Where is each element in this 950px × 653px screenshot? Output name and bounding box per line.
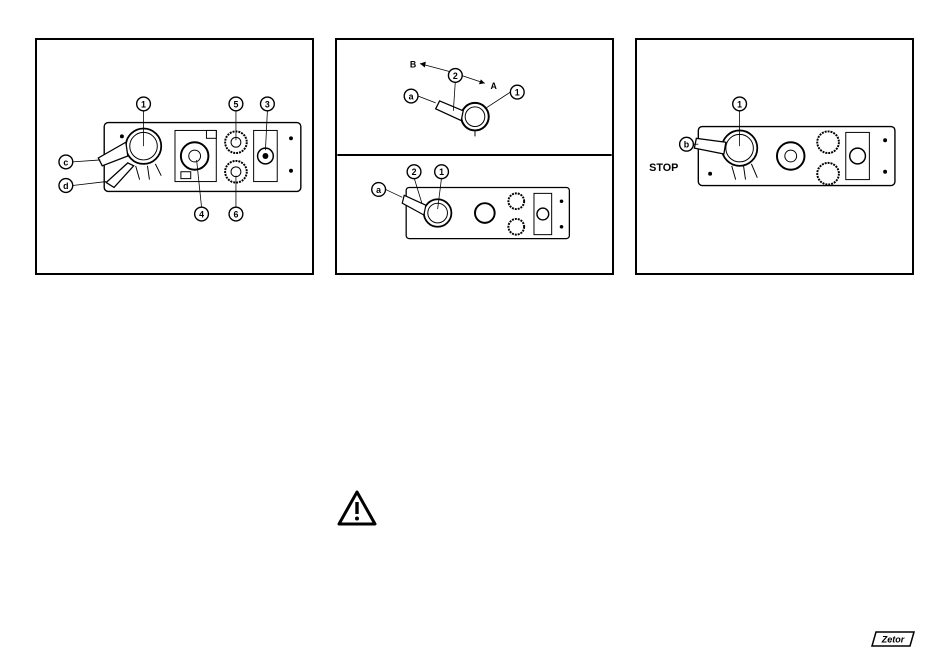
- callout-a-bottom: a: [372, 183, 386, 197]
- svg-text:4: 4: [199, 209, 204, 219]
- callout-d: d: [59, 179, 73, 193]
- svg-text:d: d: [63, 181, 68, 191]
- callout-b: b: [680, 137, 694, 151]
- callout-1: 1: [733, 97, 747, 111]
- svg-text:6: 6: [233, 209, 238, 219]
- control-panel-diagram-3: 1 b STOP: [637, 40, 912, 273]
- svg-text:a: a: [409, 91, 414, 101]
- callout-1-bottom: 1: [435, 165, 449, 179]
- svg-text:3: 3: [265, 99, 270, 109]
- zetor-logo: Zetor: [870, 631, 916, 647]
- control-panel-diagram-1: 1 5 3 c d 4 6: [37, 40, 312, 273]
- svg-text:2: 2: [412, 167, 417, 177]
- svg-text:b: b: [684, 140, 690, 150]
- figure-panel-2: B 2 A a 1 2 1 a: [335, 38, 614, 275]
- figure-panel-3: 1 b STOP: [635, 38, 914, 275]
- stop-label: STOP: [649, 162, 678, 174]
- callout-c: c: [59, 155, 73, 169]
- callout-1: 1: [137, 97, 151, 111]
- svg-text:a: a: [376, 185, 381, 195]
- callout-1-top: 1: [510, 85, 524, 99]
- svg-text:1: 1: [439, 167, 444, 177]
- svg-text:1: 1: [141, 99, 146, 109]
- callout-4: 4: [195, 207, 209, 221]
- arrow-label-A: A: [490, 81, 497, 91]
- svg-text:Zetor: Zetor: [881, 635, 905, 645]
- callout-a-top: a: [404, 89, 418, 103]
- callout-5: 5: [229, 97, 243, 111]
- callout-6: 6: [229, 207, 243, 221]
- callout-2-top: 2: [448, 69, 462, 83]
- svg-text:1: 1: [737, 99, 742, 109]
- svg-text:c: c: [63, 157, 68, 167]
- arrow-label-B: B: [410, 60, 416, 70]
- svg-text:5: 5: [233, 99, 238, 109]
- svg-text:1: 1: [515, 88, 520, 98]
- control-panel-diagram-2: B 2 A a 1 2 1 a: [337, 40, 612, 273]
- svg-text:2: 2: [453, 71, 458, 81]
- warning-triangle-icon: [337, 490, 377, 526]
- callout-2-bottom: 2: [407, 165, 421, 179]
- figure-panel-1: 1 5 3 c d 4 6: [35, 38, 314, 275]
- callout-3: 3: [261, 97, 275, 111]
